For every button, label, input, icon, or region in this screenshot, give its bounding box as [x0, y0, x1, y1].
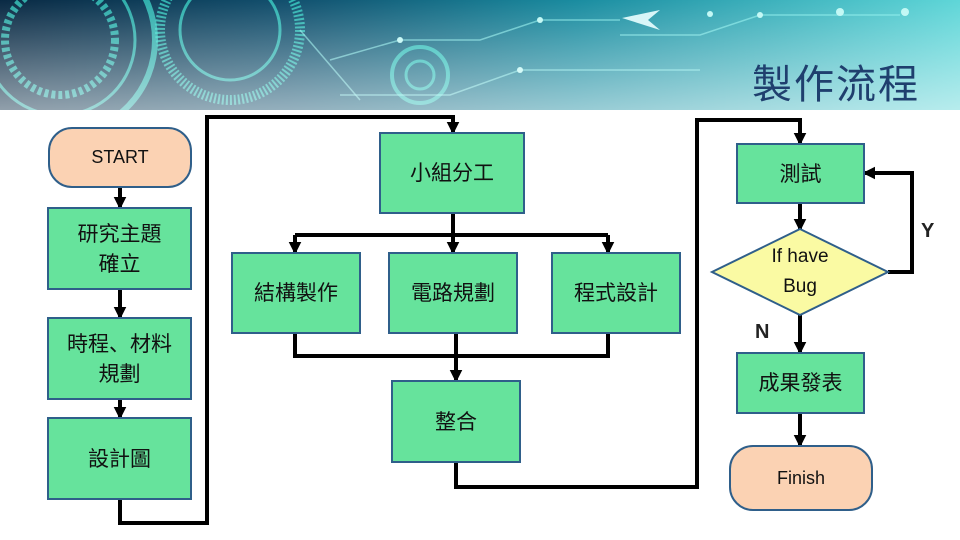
program-box: 程式設計 [551, 252, 681, 334]
design-box: 設計圖 [47, 417, 192, 500]
arrow-design-group [118, 115, 460, 525]
arrow-yes-loop [862, 166, 914, 274]
banner-background [0, 0, 960, 110]
decision-label: If have Bug [771, 246, 829, 297]
decision-diamond [709, 227, 891, 317]
schedule-box: 時程、材料 規劃 [47, 317, 192, 400]
merge-lines [293, 334, 610, 358]
test-box: 測試 [736, 143, 865, 204]
finish-terminal: Finish [729, 445, 873, 511]
no-label: N [755, 321, 770, 343]
topic-box: 研究主題 確立 [47, 207, 192, 290]
integrate-box: 整合 [391, 380, 521, 463]
yes-label: Y [921, 220, 935, 242]
start-terminal: START [48, 127, 192, 188]
group-box: 小組分工 [379, 132, 525, 214]
page-title: 製作流程 [752, 62, 920, 108]
circuit-box: 電路規劃 [388, 252, 518, 334]
structure-box: 結構製作 [231, 252, 361, 334]
arrow-integrate-test [454, 118, 807, 489]
publish-box: 成果發表 [736, 352, 865, 414]
